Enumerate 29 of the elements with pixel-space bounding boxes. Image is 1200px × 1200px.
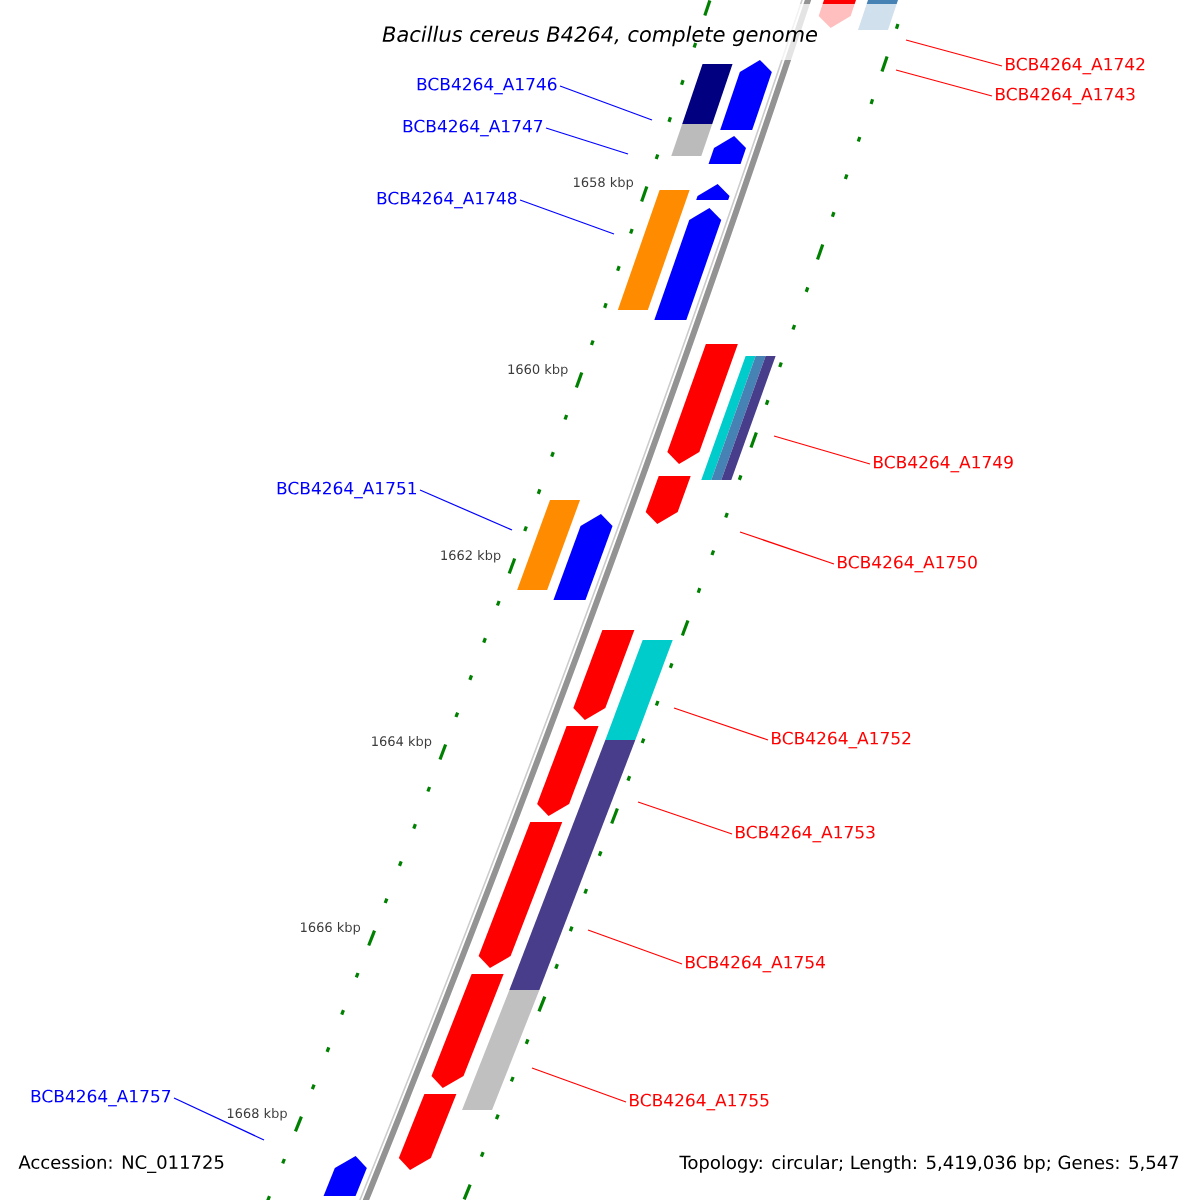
leader-line bbox=[905, 39, 1003, 67]
leader-line bbox=[545, 127, 629, 155]
leader-line bbox=[673, 707, 769, 741]
gene-label: BCB4264_A1746 bbox=[417, 77, 557, 95]
gene-label: BCB4264_A1750 bbox=[838, 555, 977, 573]
gene-label: BCB4264_A1743 bbox=[996, 87, 1135, 105]
gene-label: BCB4264_A1753 bbox=[736, 825, 875, 843]
gene-label: BCB4264_A1749 bbox=[874, 455, 1013, 473]
leader-line bbox=[637, 801, 733, 835]
gene-label: BCB4264_A1742 bbox=[1006, 57, 1145, 75]
leader-line bbox=[531, 1067, 627, 1103]
leader-line bbox=[559, 85, 653, 121]
gene-label: BCB4264_A1752 bbox=[772, 731, 911, 749]
title: Bacillus cereus B4264, complete genome bbox=[382, 25, 818, 47]
gene-label: BCB4264_A1748 bbox=[377, 191, 517, 209]
leader-line bbox=[773, 435, 871, 465]
gene-label: BCB4264_A1757 bbox=[31, 1089, 171, 1107]
leader-line bbox=[419, 489, 513, 531]
genome-info-text: Topology: circular; Length: 5,419,036 bp; Genes: 5,547 bbox=[679, 1155, 1179, 1173]
leader-line bbox=[587, 929, 683, 965]
leader-line bbox=[173, 1097, 265, 1141]
leader-line bbox=[895, 69, 993, 97]
leader-line bbox=[519, 199, 615, 235]
gene-label: BCB4264_A1747 bbox=[403, 119, 543, 137]
gene-label: BCB4264_A1755 bbox=[630, 1093, 769, 1111]
accession-text: Accession: NC_011725 bbox=[18, 1155, 224, 1173]
gene-label: BCB4264_A1754 bbox=[686, 955, 825, 973]
gene-label: BCB4264_A1751 bbox=[277, 481, 416, 499]
leader-line bbox=[739, 531, 835, 565]
